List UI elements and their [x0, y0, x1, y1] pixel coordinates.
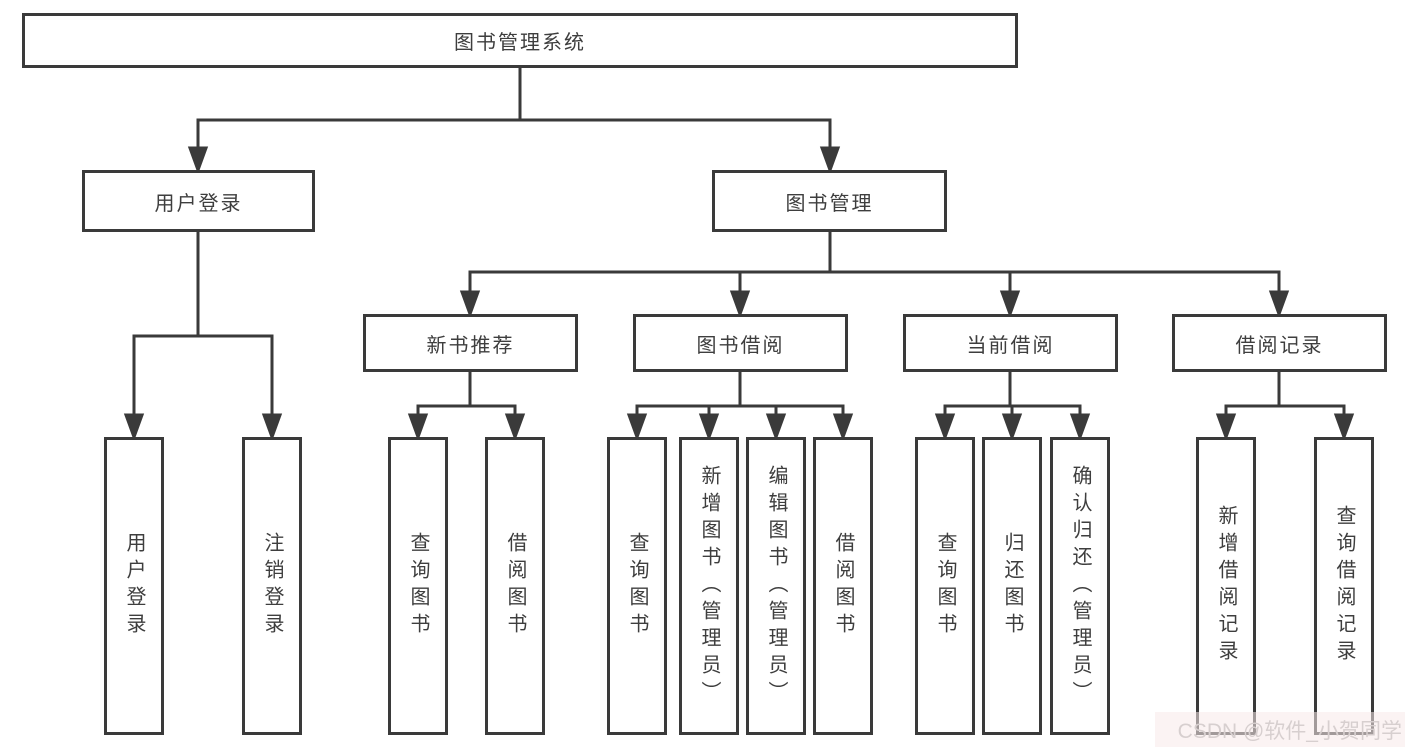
arrowhead-down-icon — [819, 146, 841, 175]
node-leaf-user-login: 用户登录 — [104, 437, 164, 735]
node-label: 查询图书 — [934, 532, 956, 640]
node-leaf-query-books-2: 查询图书 — [607, 437, 667, 735]
node-leaf-borrow-books-1: 借阅图书 — [485, 437, 545, 735]
arrowhead-down-icon — [1215, 413, 1237, 442]
arrowhead-down-icon — [504, 413, 526, 442]
node-label: 查询图书 — [626, 532, 648, 640]
node-label: 用户登录 — [123, 532, 145, 640]
node-new-book-recommend: 新书推荐 — [363, 314, 578, 372]
arrowhead-down-icon — [626, 413, 648, 442]
arrowhead-down-icon — [261, 413, 283, 442]
node-label: 当前借阅 — [966, 334, 1055, 357]
node-current-borrowing: 当前借阅 — [903, 314, 1118, 372]
node-label: 用户登录 — [154, 192, 243, 215]
node-label: 归还图书 — [1001, 532, 1023, 640]
arrowhead-down-icon — [934, 413, 956, 442]
node-root-system: 图书管理系统 — [22, 13, 1018, 68]
node-label: 确认归还（管理员） — [1069, 464, 1091, 708]
node-leaf-confirm-return-admin: 确认归还（管理员） — [1050, 437, 1110, 735]
arrowhead-down-icon — [1333, 413, 1355, 442]
arrowhead-down-icon — [407, 413, 429, 442]
node-label: 图书管理系统 — [454, 32, 586, 54]
node-leaf-query-books-3: 查询图书 — [915, 437, 975, 735]
arrowhead-down-icon — [1268, 290, 1290, 319]
node-label: 注销登录 — [261, 532, 283, 640]
node-leaf-add-books-admin: 新增图书（管理员） — [679, 437, 739, 735]
node-leaf-borrow-books-2: 借阅图书 — [813, 437, 873, 735]
node-label: 新增借阅记录 — [1215, 505, 1237, 667]
node-borrow-records: 借阅记录 — [1172, 314, 1387, 372]
arrowhead-down-icon — [1069, 413, 1091, 442]
node-label: 新书推荐 — [426, 334, 515, 357]
arrowhead-down-icon — [832, 413, 854, 442]
node-label: 图书管理 — [785, 192, 874, 215]
node-label: 查询图书 — [407, 532, 429, 640]
node-label: 借阅图书 — [832, 532, 854, 640]
arrowhead-down-icon — [187, 146, 209, 175]
arrowhead-down-icon — [459, 290, 481, 319]
arrowhead-down-icon — [123, 413, 145, 442]
node-label: 查询借阅记录 — [1333, 505, 1355, 667]
node-label: 借阅记录 — [1235, 334, 1324, 357]
watermark-background — [1155, 712, 1405, 747]
node-label: 新增图书（管理员） — [698, 464, 720, 708]
node-book-borrowing: 图书借阅 — [633, 314, 848, 372]
node-leaf-edit-books-admin: 编辑图书（管理员） — [746, 437, 806, 735]
node-leaf-query-books-1: 查询图书 — [388, 437, 448, 735]
node-user-login: 用户登录 — [82, 170, 315, 232]
node-leaf-return-books: 归还图书 — [982, 437, 1042, 735]
node-leaf-query-borrow-record: 查询借阅记录 — [1314, 437, 1374, 735]
arrowhead-down-icon — [729, 290, 751, 319]
node-label: 借阅图书 — [504, 532, 526, 640]
node-book-management: 图书管理 — [712, 170, 947, 232]
csdn-watermark: CSDN @软件_小贺同学 — [1177, 720, 1402, 743]
node-label: 图书借阅 — [696, 334, 785, 357]
arrowhead-down-icon — [1001, 413, 1023, 442]
node-leaf-add-borrow-record: 新增借阅记录 — [1196, 437, 1256, 735]
arrowhead-down-icon — [765, 413, 787, 442]
node-leaf-logout: 注销登录 — [242, 437, 302, 735]
node-label: 编辑图书（管理员） — [765, 464, 787, 708]
arrowhead-down-icon — [999, 290, 1021, 319]
arrowhead-down-icon — [698, 413, 720, 442]
